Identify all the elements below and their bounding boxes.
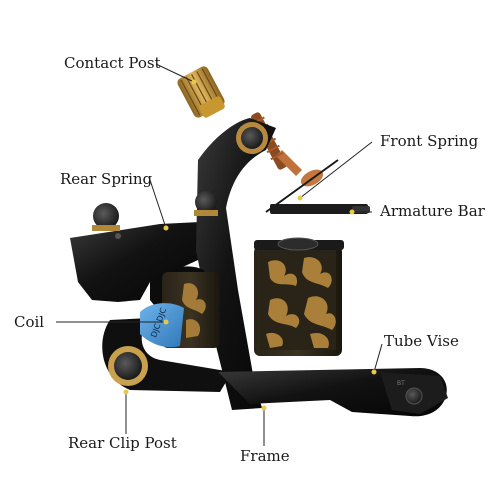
label-rear-spring: Rear Spring (60, 170, 153, 188)
anchor-dots (123, 79, 377, 411)
leader-lines (56, 63, 383, 446)
leader-tube-vise (373, 343, 383, 373)
label-rear-clip-post: Rear Clip Post (68, 434, 177, 452)
screws (92, 122, 268, 386)
front-coil (254, 237, 344, 356)
svg-text:BT: BT (397, 380, 405, 387)
front-spring (265, 159, 339, 213)
armature-bar (270, 204, 370, 214)
label-coil: Coil (14, 313, 45, 331)
label-tube-vise: Tube Vise (384, 332, 459, 350)
label-contact-post: Contact Post (64, 54, 161, 72)
label-front-spring: Front Spring (380, 132, 479, 150)
leader-contact-post (155, 63, 195, 83)
label-armature-bar: Armature Bar (380, 202, 485, 220)
label-frame: Frame (240, 447, 290, 465)
leader-rear-spring (149, 179, 167, 229)
rear-coil: DJC DJC (140, 272, 220, 348)
leader-front-spring (299, 141, 373, 199)
